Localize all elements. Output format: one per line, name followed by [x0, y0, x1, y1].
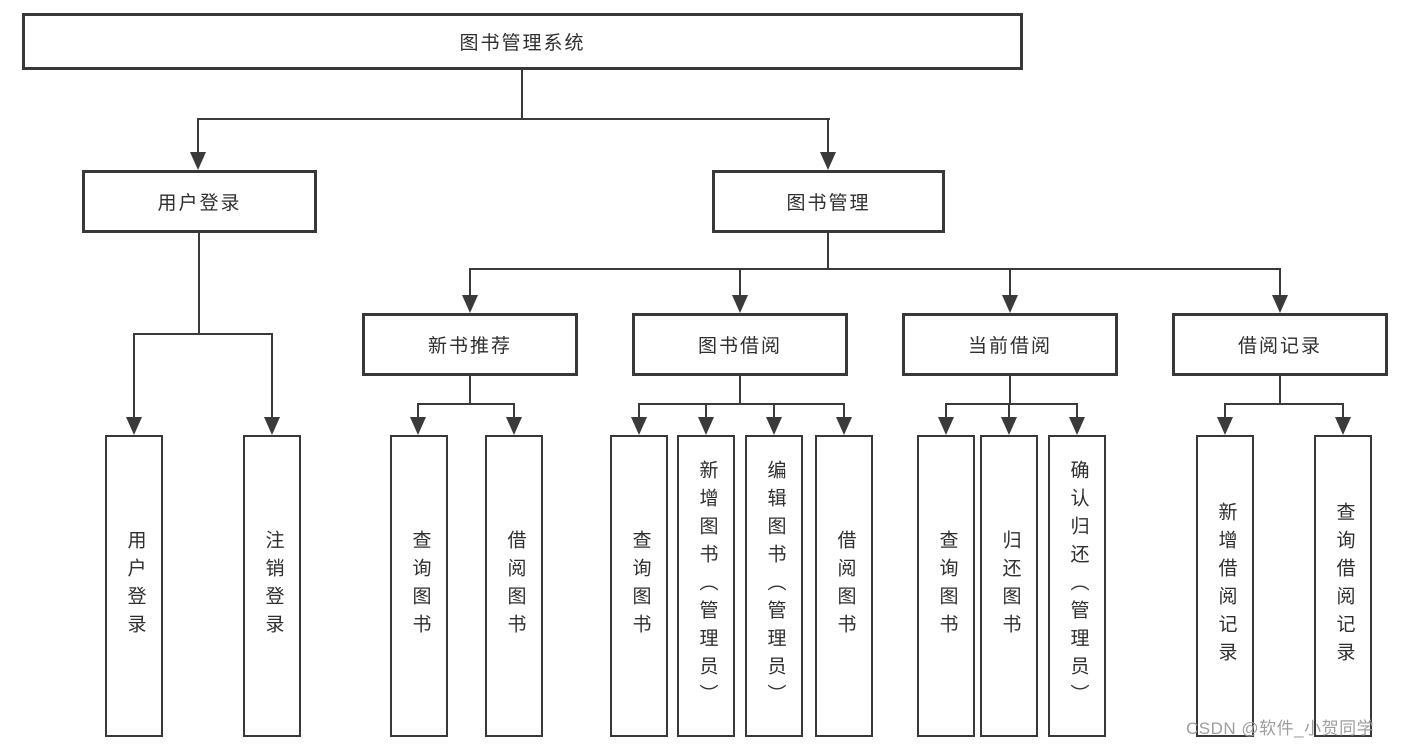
leaf-return-books: 归还图书 — [980, 435, 1038, 737]
connector-drop-lf9 — [1008, 403, 1010, 417]
leaf-add-borrow-record: 新增借阅记录 — [1196, 435, 1254, 737]
leaf-recommend-borrow-books: 借阅图书 — [485, 435, 543, 737]
leaf-add-books-admin: 新增图书（管理员） — [677, 435, 735, 737]
leaf-confirm-return-admin-label: 确认归还（管理员） — [1067, 460, 1089, 712]
node-current-borrow-label: 当前借阅 — [967, 336, 1052, 357]
connector-drop-leaf-logout — [271, 333, 273, 417]
connector-sec0-stem — [469, 376, 471, 405]
leaf-query-borrow-record: 查询借阅记录 — [1314, 435, 1372, 737]
connector-drop-lf11 — [1224, 403, 1226, 417]
leaf-query-borrow-record-label: 查询借阅记录 — [1333, 502, 1355, 670]
leaf-add-borrow-record-label: 新增借阅记录 — [1215, 502, 1237, 670]
connector-drop-lf4 — [638, 403, 640, 417]
connector-drop-lf10 — [1076, 403, 1078, 417]
connector-drop-lf5 — [705, 403, 707, 417]
csdn-watermark: CSDN @软件_小贺同学 — [1186, 719, 1375, 738]
leaf-confirm-return-admin: 确认归还（管理员） — [1048, 435, 1106, 737]
arrowhead-lf9 — [1001, 417, 1017, 435]
arrowhead-lf3 — [506, 417, 522, 435]
leaf-borrow-query-books: 查询图书 — [610, 435, 668, 737]
connector-drop-lf3 — [513, 403, 515, 417]
leaf-user-login: 用户登录 — [105, 435, 163, 737]
connector-sec2-branch — [945, 403, 1078, 405]
connector-sec0-branch — [417, 403, 515, 405]
arrowhead-lf11 — [1217, 417, 1233, 435]
connector-sec2-stem — [1009, 376, 1011, 405]
arrowhead-lf6 — [766, 417, 782, 435]
arrowhead-lf8 — [938, 417, 954, 435]
arrowhead-sec3 — [1272, 295, 1288, 313]
connector-sec1-branch — [638, 403, 844, 405]
connector-sec3-branch — [1224, 403, 1344, 405]
node-borrow-records-label: 借阅记录 — [1237, 336, 1322, 357]
connector-drop-lf8 — [945, 403, 947, 417]
node-book-borrow: 图书借阅 — [632, 313, 848, 376]
arrowhead-lf10 — [1069, 417, 1085, 435]
connector-root-branch — [198, 118, 830, 120]
connector-user-login-branch — [133, 333, 273, 335]
leaf-logout: 注销登录 — [243, 435, 301, 737]
leaf-current-query-books: 查询图书 — [917, 435, 975, 737]
node-user-login-label: 用户登录 — [157, 193, 242, 214]
node-book-management-label: 图书管理 — [786, 193, 871, 214]
connector-drop-lf7 — [843, 403, 845, 417]
arrowhead-book-management — [820, 152, 836, 170]
arrowhead-lf7 — [836, 417, 852, 435]
node-book-management: 图书管理 — [712, 170, 945, 233]
leaf-edit-books-admin: 编辑图书（管理员） — [745, 435, 803, 737]
leaf-current-query-books-label: 查询图书 — [936, 530, 958, 642]
arrowhead-lf12 — [1335, 417, 1351, 435]
node-borrow-records: 借阅记录 — [1172, 313, 1388, 376]
node-new-book-recommend: 新书推荐 — [362, 313, 578, 376]
connector-drop-lf12 — [1342, 403, 1344, 417]
leaf-add-books-admin-label: 新增图书（管理员） — [696, 460, 718, 712]
leaf-recommend-query-books-label: 查询图书 — [409, 530, 431, 642]
connector-drop-sec2 — [1009, 268, 1011, 295]
arrowhead-leaf-logout — [264, 417, 280, 435]
node-root: 图书管理系统 — [22, 13, 1023, 70]
connector-book-management-branch — [469, 268, 1281, 270]
leaf-borrow-books-label: 借阅图书 — [834, 530, 856, 642]
connector-drop-book-management — [827, 118, 829, 153]
leaf-borrow-books: 借阅图书 — [815, 435, 873, 737]
connector-drop-sec1 — [739, 268, 741, 295]
connector-drop-user-login — [197, 118, 199, 153]
connector-root-stem — [521, 70, 523, 120]
arrowhead-user-login — [190, 152, 206, 170]
arrowhead-lf5 — [698, 417, 714, 435]
arrowhead-lf2 — [410, 417, 426, 435]
node-user-login: 用户登录 — [82, 170, 317, 233]
connector-drop-lf6 — [773, 403, 775, 417]
node-current-borrow: 当前借阅 — [902, 313, 1118, 376]
connector-sec1-stem — [739, 376, 741, 405]
connector-drop-sec3 — [1279, 268, 1281, 295]
arrowhead-sec2 — [1002, 295, 1018, 313]
leaf-user-login-label: 用户登录 — [124, 530, 146, 642]
leaf-borrow-query-books-label: 查询图书 — [629, 530, 651, 642]
node-new-book-recommend-label: 新书推荐 — [427, 336, 512, 357]
connector-sec3-stem — [1279, 376, 1281, 405]
arrowhead-sec1 — [732, 295, 748, 313]
node-root-label: 图书管理系统 — [459, 33, 586, 54]
leaf-recommend-query-books: 查询图书 — [390, 435, 448, 737]
arrowhead-sec0 — [462, 295, 478, 313]
connector-drop-lf2 — [417, 403, 419, 417]
connector-drop-sec0 — [469, 268, 471, 295]
arrowhead-leaf-user-login — [126, 417, 142, 435]
leaf-logout-label: 注销登录 — [262, 530, 284, 642]
connector-user-login-stem — [198, 233, 200, 335]
leaf-return-books-label: 归还图书 — [999, 530, 1021, 642]
leaf-edit-books-admin-label: 编辑图书（管理员） — [764, 460, 786, 712]
leaf-recommend-borrow-books-label: 借阅图书 — [504, 530, 526, 642]
arrowhead-lf4 — [631, 417, 647, 435]
node-book-borrow-label: 图书借阅 — [697, 336, 782, 357]
connector-book-management-stem — [827, 233, 829, 270]
connector-drop-leaf-user-login — [133, 333, 135, 417]
